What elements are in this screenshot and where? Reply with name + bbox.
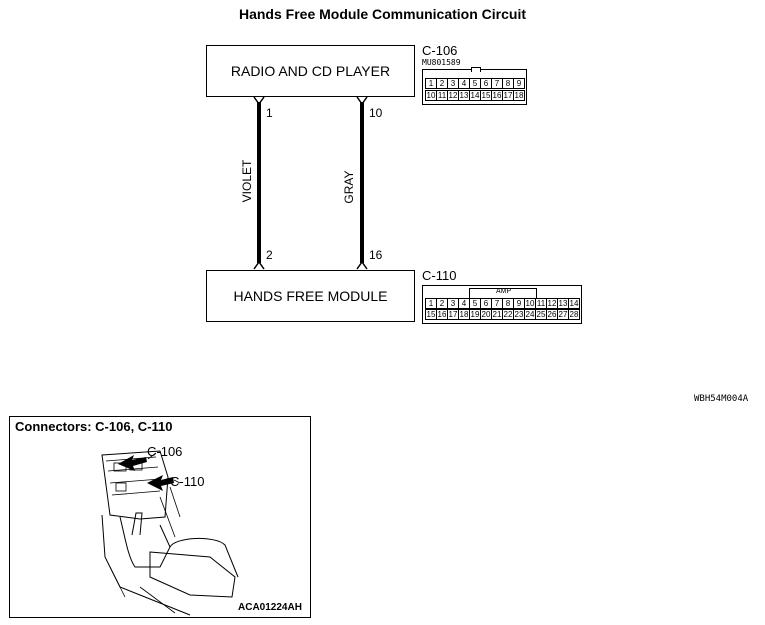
connector-c106-part-no: MU801589 xyxy=(422,58,461,67)
wire-violet-top-fork xyxy=(253,96,265,106)
pin-violet-bottom: 2 xyxy=(266,248,273,262)
connector-pin-cell: 14 xyxy=(568,298,580,309)
diagram-title: Hands Free Module Communication Circuit xyxy=(238,6,527,22)
hands-free-module-label: HANDS FREE MODULE xyxy=(233,288,388,304)
connector-c110-amp-hood xyxy=(469,288,537,299)
wire-gray-top-fork xyxy=(356,96,368,106)
connector-c106-name: C-106 xyxy=(422,43,458,58)
connector-c110-name: C-110 xyxy=(422,268,457,283)
wire-label-gray: GRAY xyxy=(342,170,356,204)
radio-cd-player-label: RADIO AND CD PLAYER xyxy=(230,63,391,79)
connector-pin-cell: 9 xyxy=(513,78,525,89)
hands-free-module-box: HANDS FREE MODULE xyxy=(206,270,415,322)
location-panel-title: Connectors: C-106, C-110 xyxy=(15,419,173,434)
dashboard-illustration xyxy=(101,450,239,616)
callout-arrow-c106 xyxy=(118,455,147,471)
connector-c110-tag: AMP xyxy=(496,288,512,295)
diagram-code: WBH54M004A xyxy=(694,394,749,404)
pin-gray-bottom: 16 xyxy=(369,248,383,262)
connector-pin-cell: 28 xyxy=(568,309,580,320)
wire-label-violet: VIOLET xyxy=(240,159,254,203)
wire-gray-bottom-fork xyxy=(356,260,368,270)
location-panel-code: ACA01224AH xyxy=(238,602,302,613)
callout-arrow-c110 xyxy=(147,475,174,491)
pin-violet-top: 1 xyxy=(266,106,273,120)
callout-c110-label: C-110 xyxy=(170,474,205,489)
callout-c106-label: C-106 xyxy=(147,444,183,459)
pin-gray-top: 10 xyxy=(369,106,383,120)
radio-cd-player-box: RADIO AND CD PLAYER xyxy=(206,45,415,97)
connector-pin-cell: 18 xyxy=(513,90,525,101)
connector-location-panel: Connectors: C-106, C-110 C-106 C-110 ACA… xyxy=(9,416,311,618)
connector-c106-latch xyxy=(471,67,481,72)
wire-violet-bottom-fork xyxy=(253,260,265,270)
